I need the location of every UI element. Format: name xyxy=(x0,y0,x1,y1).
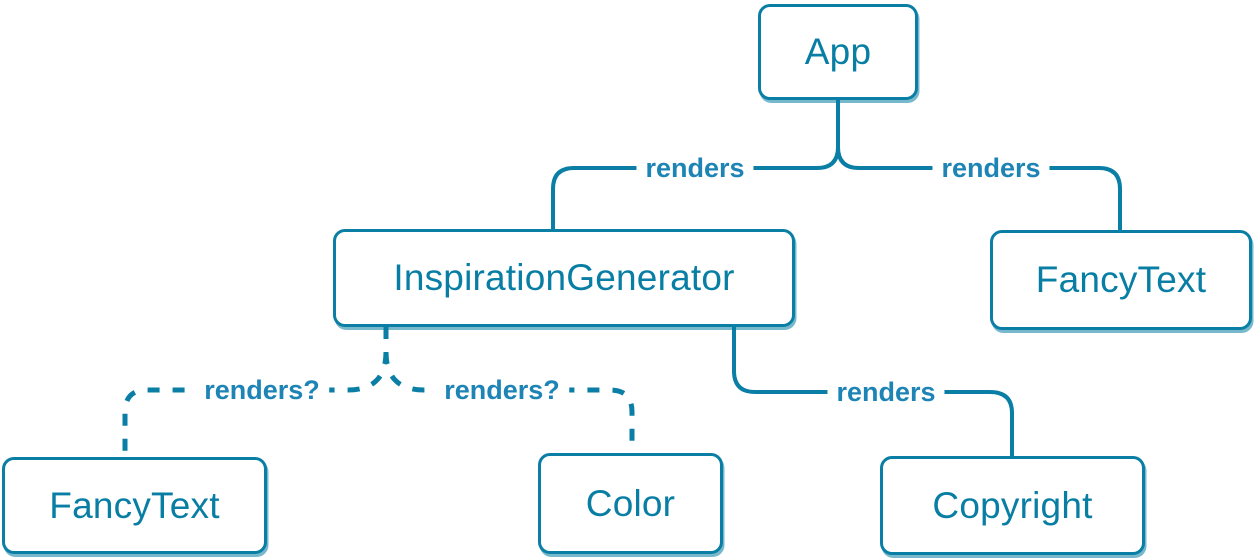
node-copyright: Copyright xyxy=(880,456,1145,555)
node-app-label: App xyxy=(804,31,872,72)
edge-label-inspirationgenerator-color: renders? xyxy=(435,373,569,407)
node-app: App xyxy=(758,4,918,100)
edge-label-app-inspirationgenerator: renders xyxy=(636,151,754,185)
edge-label-inspirationgenerator-fancytext: renders? xyxy=(195,373,329,407)
node-inspirationgenerator: InspirationGenerator xyxy=(333,229,795,327)
node-copyright-label: Copyright xyxy=(932,484,1093,526)
edge-inspirationgenerator-fancytext xyxy=(122,327,389,457)
node-inspirationgenerator-label: InspirationGenerator xyxy=(393,257,735,298)
edge-label-inspirationgenerator-copyright: renders xyxy=(827,375,945,409)
node-fancytext-bottom-label: FancyText xyxy=(49,484,220,526)
node-fancytext-bottom: FancyText xyxy=(2,457,267,554)
node-color: Color xyxy=(538,453,723,554)
node-fancytext-top: FancyText xyxy=(990,230,1252,330)
edge-label-app-fancytext: renders xyxy=(932,151,1050,185)
edge-inspirationgenerator-color xyxy=(383,327,635,452)
node-fancytext-top-label: FancyText xyxy=(1035,259,1207,300)
node-color-label: Color xyxy=(585,482,676,524)
